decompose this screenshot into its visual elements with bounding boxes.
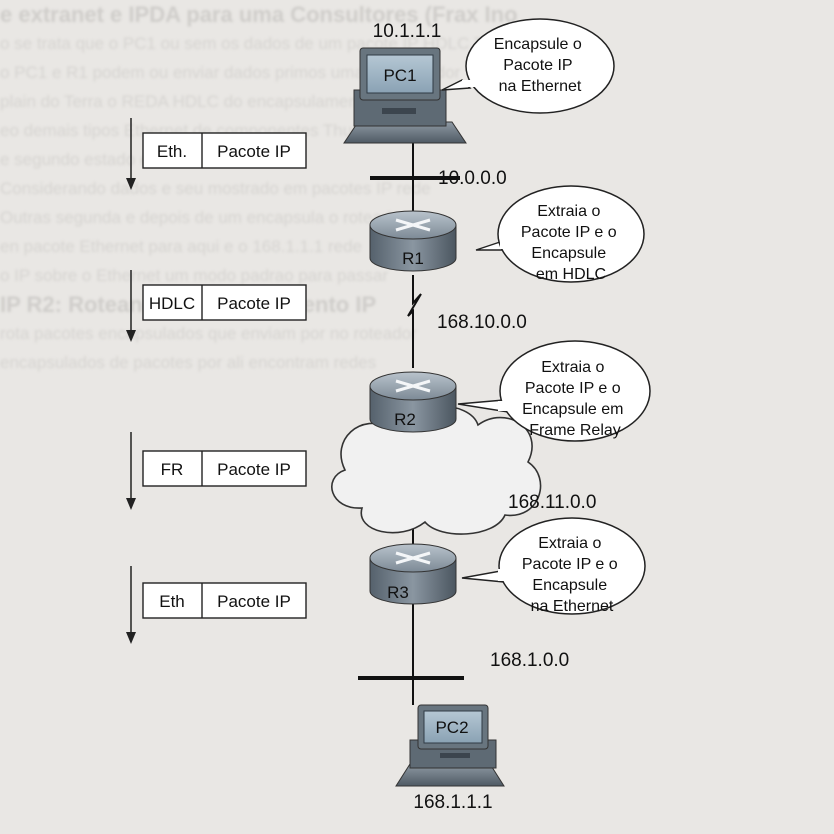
frame-payload: Pacote IP xyxy=(217,142,291,161)
bubble-r2-line: Frame Relay xyxy=(529,422,621,439)
router-r1-label: R1 xyxy=(402,249,424,268)
callout-bubble-r1: Extraia o Pacote IP e o Encapsule em HDL… xyxy=(475,185,645,283)
bubble-pc1-line: na Ethernet xyxy=(499,78,582,95)
background-text-line: encapsulados de pacotes por ali encontra… xyxy=(0,353,377,372)
svg-text:Extraia o Pacote IP e o: Extraia o Pacote IP e o Encapsule na Eth… xyxy=(522,535,622,615)
bubble-pc1-line: Pacote IP xyxy=(503,57,572,74)
router-r1-icon xyxy=(369,210,457,272)
router-r3-label: R3 xyxy=(387,583,409,602)
frame-header-eth: Eth. xyxy=(157,142,187,161)
callout-bubble-r3: Extraia o Pacote IP e o Encapsule na Eth… xyxy=(461,517,646,615)
background-text-line: o IP sobre o Ethernet um modo padrao par… xyxy=(0,266,389,285)
bubble-r1-line: Pacote IP e o xyxy=(521,224,617,241)
frame-payload: Pacote IP xyxy=(217,294,291,313)
bubble-r3-line: Extraia o xyxy=(538,535,601,552)
arrow-down-icon xyxy=(126,118,136,190)
bubble-r1-line: Encapsule xyxy=(531,245,606,262)
serial-link-hdlc xyxy=(407,275,422,368)
router-r3-icon xyxy=(369,543,457,605)
router-r2-icon xyxy=(369,371,457,433)
frame-header-fr: FR xyxy=(161,460,184,479)
frame-payload: Pacote IP xyxy=(217,460,291,479)
pc2-computer-icon xyxy=(395,704,505,787)
callout-bubble-r2: Extraia o Pacote IP e o Encapsule em Fra… xyxy=(457,340,651,442)
pc1-label: PC1 xyxy=(383,66,416,85)
frame-header-eth-2: Eth xyxy=(159,592,185,611)
frame-payload: Pacote IP xyxy=(217,592,291,611)
network-label-168-11-0-0: 168.11.0.0 xyxy=(508,492,596,513)
bubble-r2-line: Encapsule em xyxy=(522,401,623,418)
background-text-line: Outras segunda e depois de um encapsula … xyxy=(0,208,407,227)
bubble-r1-line: em HDLC xyxy=(536,266,606,283)
background-text-line: e extranet e IPDA para uma Consultores (… xyxy=(0,2,518,27)
frame-box-fr: FR Pacote IP xyxy=(142,450,307,487)
network-label-10-0-0-0: 10.0.0.0 xyxy=(438,168,507,189)
frame-box-eth: Eth. Pacote IP xyxy=(142,132,307,169)
callout-bubble-pc1: Encapsule o Pacote IP na Ethernet xyxy=(441,18,615,114)
bubble-r2-line: Extraia o xyxy=(541,359,604,376)
background-text-line: rota pacotes encapsulados que enviam por… xyxy=(0,324,417,343)
svg-text:Extraia o Pacote IP e o: Extraia o Pacote IP e o Encapsule em HDL… xyxy=(521,203,621,283)
bubble-pc1-line: Encapsule o xyxy=(494,36,582,53)
bubble-r2-line: Pacote IP e o xyxy=(525,380,621,397)
background-text-line: en pacote Ethernet para aqui e o 168.1.1… xyxy=(0,237,362,256)
bubble-r1-line: Extraia o xyxy=(537,203,600,220)
pc1-ip-address: 10.1.1.1 xyxy=(373,21,442,42)
bubble-r3-line: Encapsule xyxy=(532,577,607,594)
frame-box-eth-2: Eth Pacote IP xyxy=(142,582,307,619)
svg-text:Encapsule o Pacote IP: Encapsule o Pacote IP na Ethernet xyxy=(494,36,587,95)
frame-box-hdlc: HDLC Pacote IP xyxy=(142,284,307,321)
svg-text:Extraia o Pacote IP e o: Extraia o Pacote IP e o Encapsule em Fra… xyxy=(522,359,628,439)
frame-header-hdlc: HDLC xyxy=(149,294,195,313)
pc2-ip-address: 168.1.1.1 xyxy=(413,792,492,813)
arrow-down-icon xyxy=(126,270,136,342)
bubble-r3-line: Pacote IP e o xyxy=(522,556,618,573)
pc1-computer-icon xyxy=(343,47,467,144)
pc2-label: PC2 xyxy=(435,718,468,737)
bubble-r3-line: na Ethernet xyxy=(531,598,614,615)
network-label-168-10-0-0: 168.10.0.0 xyxy=(437,312,527,333)
network-label-168-1-0-0: 168.1.0.0 xyxy=(490,650,569,671)
background-text-line: Considerando dados e seu mostrado em pac… xyxy=(0,179,431,198)
background-text-line: o PC1 e R1 podem ou enviar dados primos … xyxy=(0,63,461,82)
arrow-down-icon xyxy=(126,566,136,644)
arrow-down-icon xyxy=(126,432,136,510)
background-text-line: plain do Terra o REDA HDLC do encapsulam… xyxy=(0,92,401,111)
background-text-line: e segundo estado e Bus xyxy=(0,150,184,169)
router-r2-label: R2 xyxy=(394,410,416,429)
